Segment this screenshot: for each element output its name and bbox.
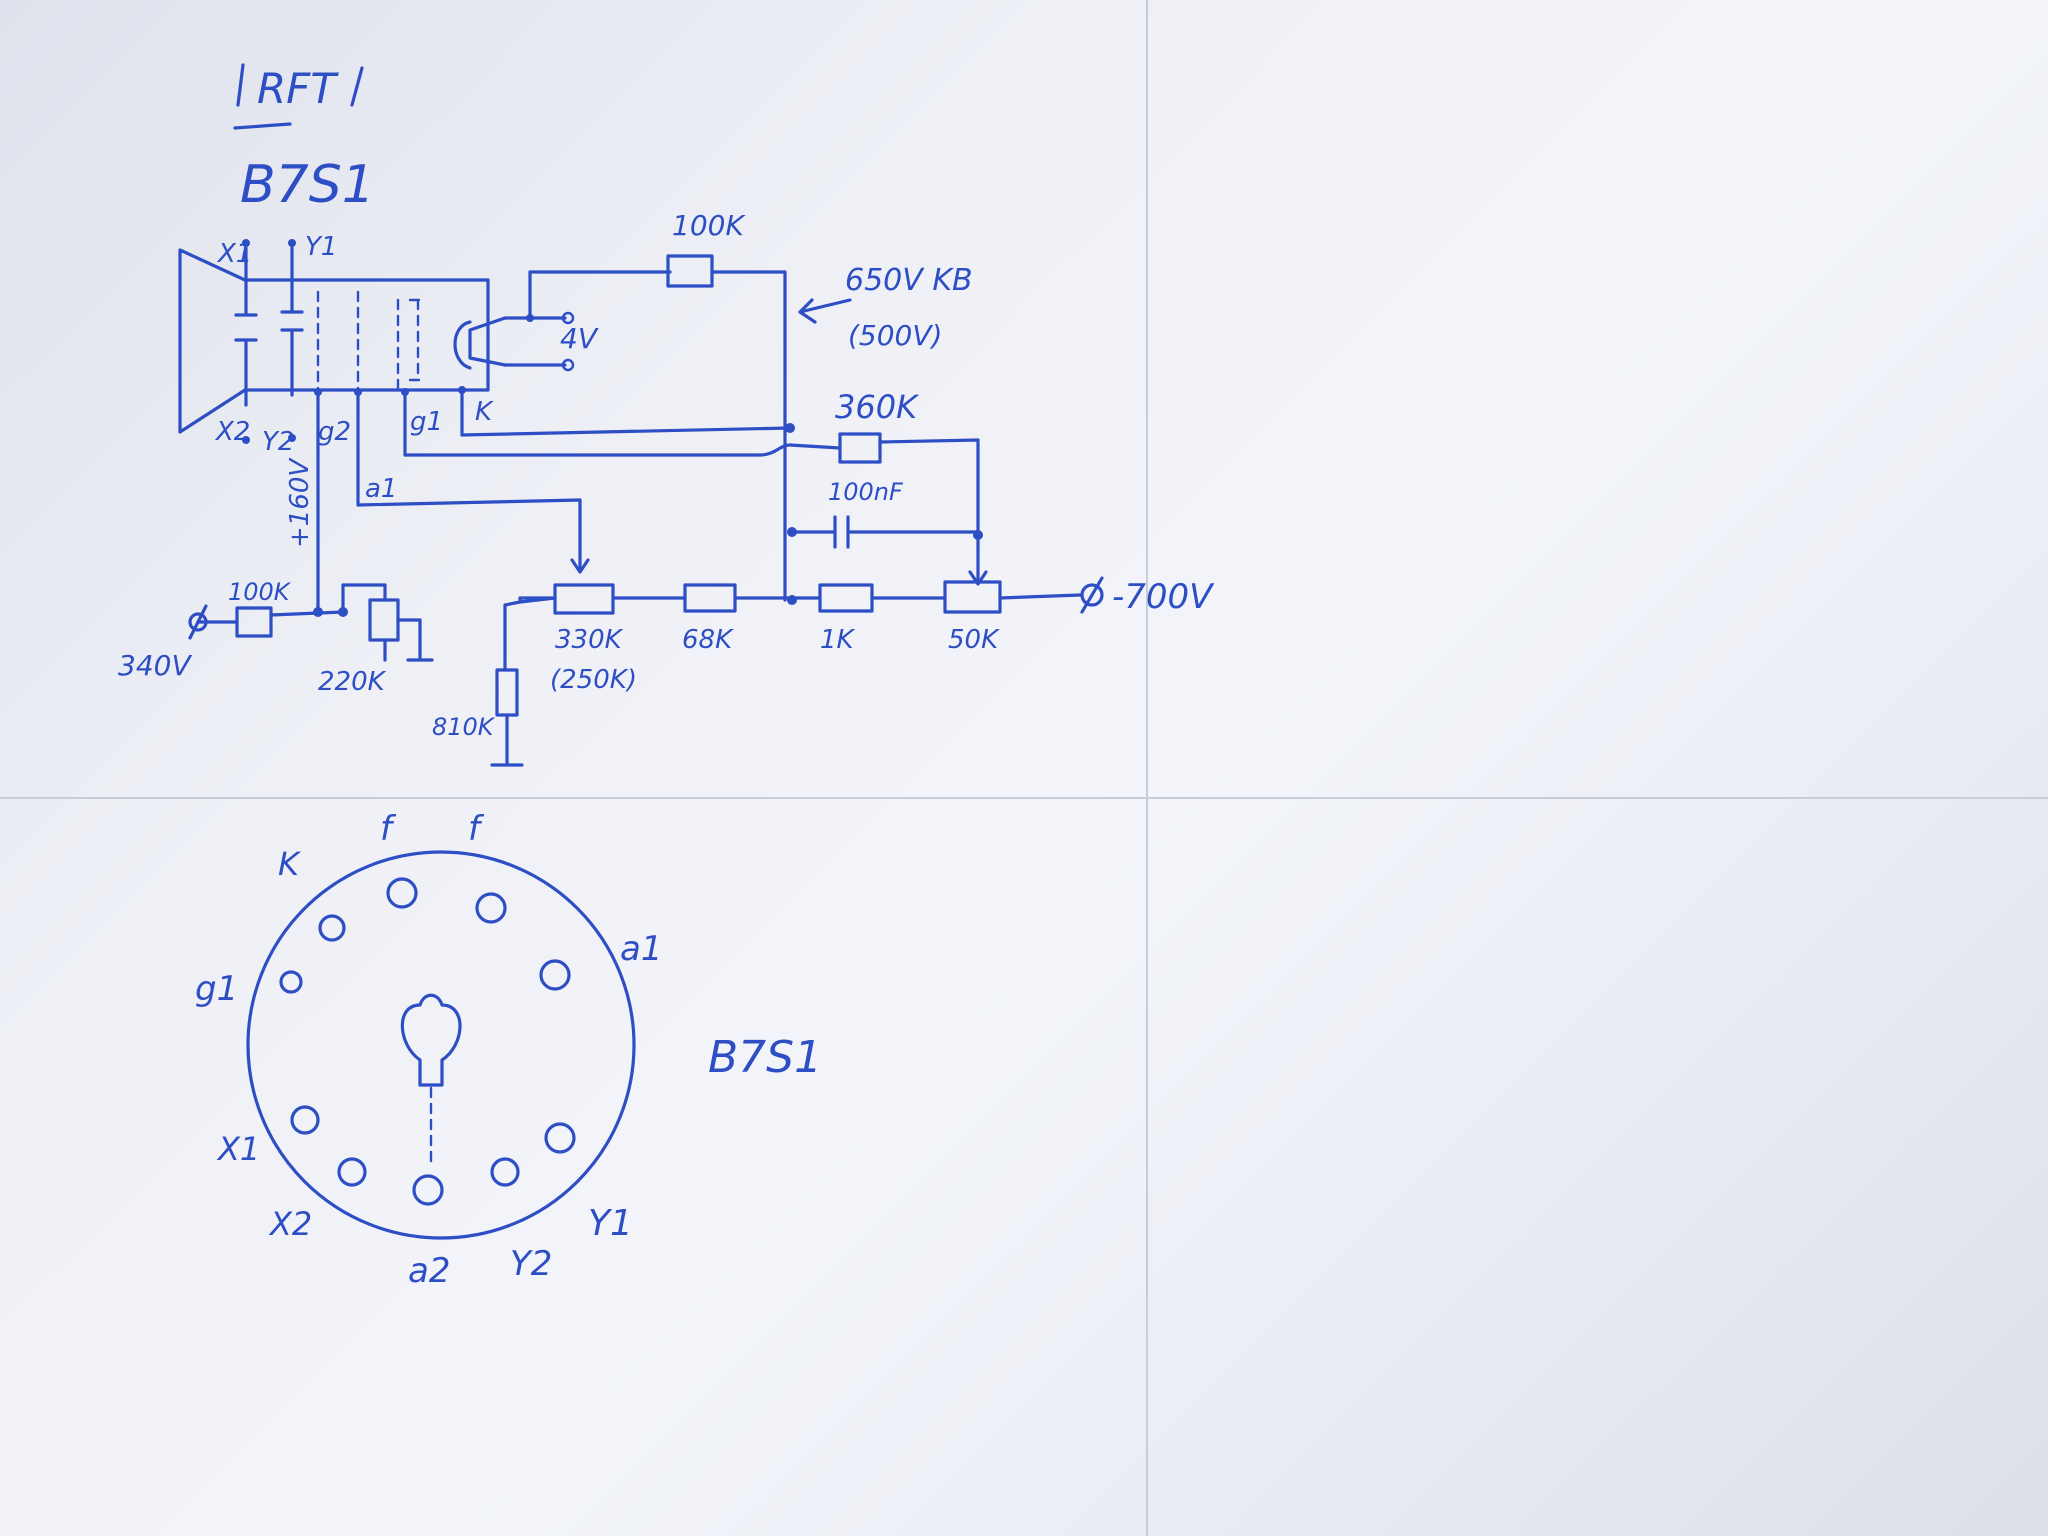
label-pot-250k: (250K) (550, 665, 637, 695)
wire-top-right (710, 270, 787, 430)
brand-bar-left (236, 63, 245, 107)
socket-key (400, 993, 462, 1087)
label-pot-220k: 220K (318, 667, 387, 697)
socket-label-k: K (278, 845, 302, 883)
socket-label-y2: Y2 (510, 1244, 552, 1284)
socket-title: B7S1 (708, 1032, 822, 1083)
pin-k-hole (318, 914, 346, 942)
label-340v: 340V (118, 649, 192, 682)
socket-label-g1: g1 (195, 969, 238, 1009)
ground-symbol (490, 713, 524, 767)
socket-label-y1: Y1 (588, 1203, 633, 1244)
label-r-68k: 68K (682, 625, 734, 655)
wire-a1 (356, 390, 582, 572)
brand-bar-right (350, 66, 364, 107)
pin-y2-hole (490, 1157, 520, 1187)
wire-g1 (403, 390, 792, 457)
resistor-1k (818, 583, 874, 613)
label-r-1k: 1K (820, 625, 856, 655)
wiring (188, 254, 1104, 767)
potentiometer-220k (368, 598, 400, 642)
label-g1: g1 (410, 407, 443, 437)
capacitor-100nf (790, 515, 980, 549)
resistor-360k (838, 432, 882, 464)
terminal-340v (188, 612, 208, 632)
socket-label-x2: X2 (268, 1205, 312, 1243)
terminal-700v (1080, 583, 1104, 607)
brand-underline (233, 122, 292, 130)
label-y2: Y2 (262, 427, 294, 457)
label-r-360k: 360K (835, 388, 920, 426)
label-a1: a1 (365, 474, 397, 504)
wire-to-700v (998, 593, 1082, 600)
potentiometer-330k (553, 583, 615, 615)
label-r-100k-left: 100K (228, 578, 292, 606)
potentiometer-50k (943, 580, 1002, 614)
label-700v: -700V (1112, 577, 1215, 617)
resistor-68k (683, 583, 737, 613)
pin-y1-hole (544, 1122, 576, 1154)
pin-x2 (242, 436, 250, 444)
pin-a2-hole (412, 1174, 444, 1206)
socket-pinout (246, 850, 636, 1240)
wire-to-810k (503, 596, 557, 672)
wire-to-220k (269, 583, 387, 617)
resistor-810k (495, 668, 519, 717)
header: RFT B7S1 (233, 63, 375, 215)
label-pot-50k: 50K (948, 625, 1000, 655)
cathode (453, 320, 472, 370)
pin-x1 (242, 239, 250, 247)
g1-grid (408, 298, 422, 382)
pin-x1-hole (290, 1105, 320, 1135)
wire-360k-right (878, 438, 980, 534)
socket-label-a2: a2 (408, 1251, 450, 1291)
pin-y1 (288, 239, 296, 247)
pin-f1-hole (386, 877, 418, 909)
x1-plate (234, 246, 258, 317)
wiper-50k (968, 533, 988, 586)
y1-plate (280, 246, 304, 314)
arrow-650v (798, 298, 852, 324)
socket-label-f2: f (468, 809, 485, 849)
label-k: K (475, 397, 494, 427)
pin-y2 (288, 434, 296, 442)
resistor-100k-top (666, 254, 714, 288)
tube-envelope (178, 248, 490, 434)
pin-f2-hole (475, 892, 507, 924)
heater-filament (468, 316, 507, 367)
label-x1: X1 (216, 239, 252, 269)
wiper-330k-arrow (570, 558, 590, 574)
label-r-top: 100K (672, 209, 746, 242)
tube-type-title: B7S1 (240, 155, 375, 215)
socket-label-f1: f (380, 809, 397, 849)
wire-to-360k (788, 443, 842, 450)
x2-plate (234, 338, 258, 407)
brand-text: RFT (257, 64, 339, 113)
label-x2: X2 (214, 417, 250, 447)
label-650v: 650V KB (845, 263, 973, 298)
label-y1: Y1 (305, 232, 337, 262)
label-capacitor: 100nF (828, 478, 904, 506)
crt-tube-symbol (178, 239, 507, 444)
y2-plate (280, 328, 304, 397)
socket-label-x1: X1 (216, 1130, 260, 1168)
label-500v: (500V) (848, 319, 942, 352)
label-heater-4v: 4V (560, 322, 599, 355)
socket-label-a1: a1 (620, 929, 662, 969)
label-pot-330k: 330K (555, 625, 624, 655)
socket-outline (246, 850, 636, 1240)
pin-g1-hole (279, 970, 303, 994)
pin-x2-hole (337, 1157, 367, 1187)
label-g2: g2 (318, 417, 351, 447)
label-plus160v: +160V (285, 457, 315, 548)
wire-heater-top (503, 270, 672, 320)
pin-a1-hole (539, 959, 571, 991)
resistor-100k-left (235, 606, 273, 638)
wire-cathode (460, 388, 792, 437)
label-r-810k: 810K (432, 713, 496, 741)
wire-220k-ground (383, 583, 434, 662)
